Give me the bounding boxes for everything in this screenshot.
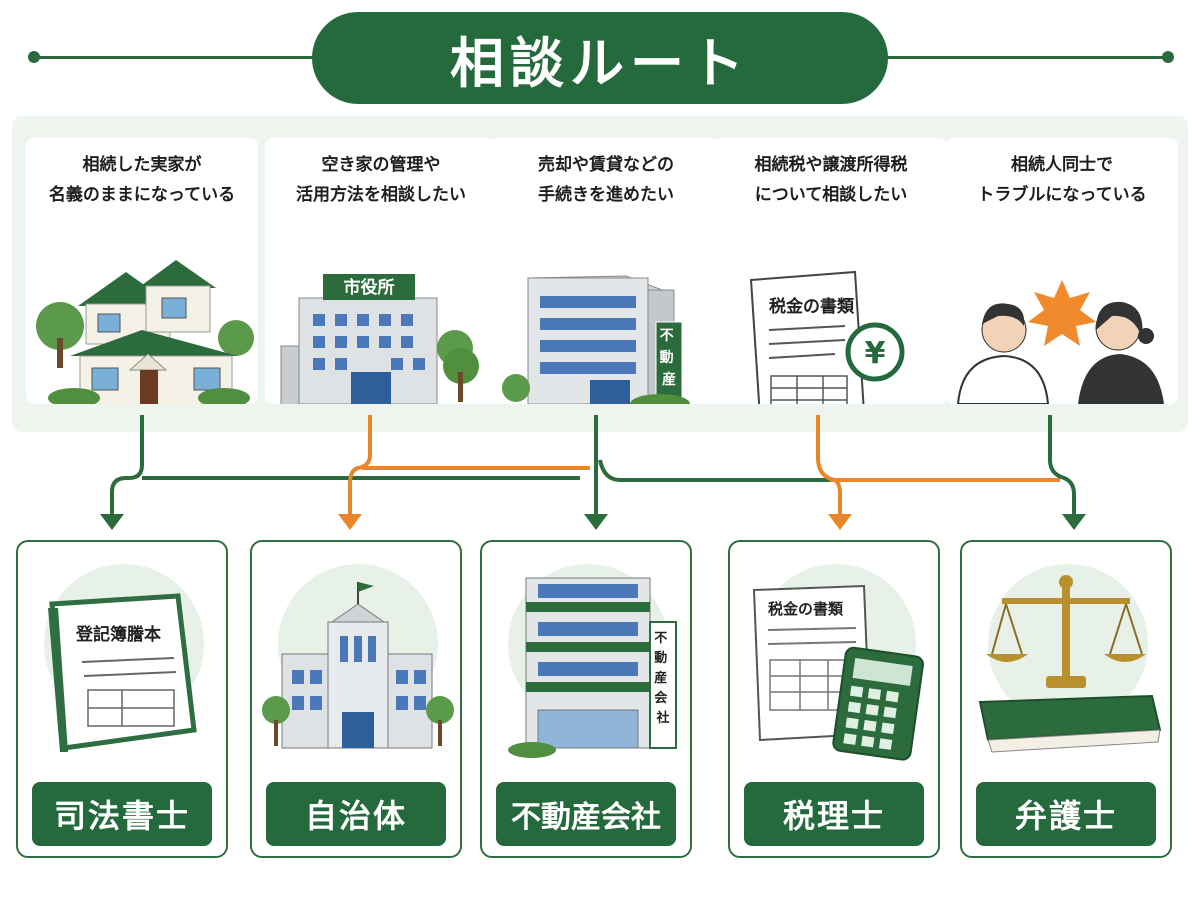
situation-card-vacant-house: 空き家の管理や 活用方法を相談したい 市役所 bbox=[265, 138, 497, 404]
arrow-down-icon bbox=[828, 514, 852, 530]
expert-label: 司法書士 bbox=[32, 782, 212, 846]
page-title: 相談ルート bbox=[312, 12, 888, 104]
title-rule-right bbox=[876, 56, 1168, 59]
sign-char: 不 bbox=[660, 328, 674, 344]
real-estate-office-icon: 不 動 産 会 社 bbox=[508, 577, 677, 758]
register-book-icon: 登記簿謄本 bbox=[48, 593, 197, 752]
expert-label: 不動産会社 bbox=[496, 782, 676, 846]
expert-card-judicial-scrivener: 登記簿謄本 司法書士 bbox=[16, 540, 228, 858]
situation-line: 手続きを進めたい bbox=[538, 185, 674, 205]
title-rule-left bbox=[34, 56, 324, 59]
expert-card-tax-accountant: 税金の書類 税理士 bbox=[728, 540, 940, 858]
sign-char: 動 bbox=[660, 349, 674, 366]
arrow-down-icon bbox=[100, 514, 124, 530]
company-sign: 不 動 産 会 社 bbox=[654, 631, 672, 726]
title-rule-dot-right bbox=[1162, 51, 1174, 63]
situation-card-tax: 相続税や譲渡所得税 について相談したい 税金の書類 ¥ bbox=[715, 138, 947, 404]
city-hall-icon: 市役所 bbox=[280, 274, 479, 404]
situation-card-inherited-house: 相続した実家が 名義のままになっている bbox=[26, 138, 258, 404]
route-line bbox=[110, 415, 144, 518]
tax-document-icon: 税金の書類 bbox=[749, 270, 865, 404]
government-building-icon bbox=[262, 582, 454, 749]
expert-label: 自治体 bbox=[266, 782, 446, 846]
city-hall-sign: 市役所 bbox=[344, 277, 395, 298]
expert-card-lawyer: 弁護士 bbox=[960, 540, 1172, 858]
situation-text: 相続税や譲渡所得税 について相談したい bbox=[715, 150, 947, 210]
tax-document-title: 税金の書類 bbox=[768, 600, 844, 618]
sign-char: 動 bbox=[654, 650, 667, 666]
sign-char: 不 bbox=[654, 631, 667, 646]
situation-line: 相続人同士で bbox=[1011, 155, 1113, 175]
sign-char: 産 bbox=[662, 371, 676, 388]
situation-text: 空き家の管理や 活用方法を相談したい bbox=[265, 150, 497, 210]
title-rule-dot-left bbox=[28, 51, 40, 63]
situation-line: 空き家の管理や bbox=[321, 155, 441, 175]
sign-char: 会 bbox=[654, 690, 668, 706]
situation-card-sale-lease: 売却や賃貸などの 手続きを進めたい 不 動 産 bbox=[490, 138, 722, 404]
situation-line: 相続した実家が bbox=[82, 155, 202, 175]
expert-card-real-estate-company: 不 動 産 会 社 不動産会社 bbox=[480, 540, 692, 858]
expert-card-municipality: 自治体 bbox=[250, 540, 462, 858]
situation-line: トラブルになっている bbox=[977, 185, 1147, 205]
arrow-down-icon bbox=[338, 514, 362, 530]
tax-calculator-icon: 税金の書類 bbox=[752, 584, 924, 761]
sign-char: 社 bbox=[655, 710, 669, 726]
route-line bbox=[1048, 415, 1076, 518]
situation-text: 売却や賃貸などの 手続きを進めたい bbox=[490, 150, 722, 210]
expert-label: 弁護士 bbox=[976, 782, 1156, 846]
yen-symbol: ¥ bbox=[865, 336, 886, 371]
dispute-people-icon bbox=[956, 280, 1164, 404]
situation-text: 相続した実家が 名義のままになっている bbox=[26, 150, 258, 210]
situation-card-heir-dispute: 相続人同士で トラブルになっている bbox=[946, 138, 1178, 404]
real-estate-sign: 不 動 産 bbox=[660, 328, 679, 388]
expert-label: 税理士 bbox=[744, 782, 924, 846]
tax-document-title: 税金の書類 bbox=[769, 296, 855, 317]
scales-of-justice-icon bbox=[978, 575, 1162, 753]
real-estate-building-icon: 不 動 産 bbox=[502, 275, 690, 404]
situation-line: 相続税や譲渡所得税 bbox=[754, 155, 908, 175]
situation-line: 活用方法を相談したい bbox=[296, 185, 466, 205]
situation-line: 名義のままになっている bbox=[48, 185, 236, 205]
arrow-down-icon bbox=[584, 514, 608, 530]
sign-char: 産 bbox=[654, 670, 667, 686]
routing-connectors bbox=[100, 415, 1086, 530]
situation-line: 売却や賃貸などの bbox=[538, 155, 674, 175]
situation-line: について相談したい bbox=[754, 185, 908, 205]
route-line bbox=[598, 459, 1060, 482]
house-icon bbox=[36, 260, 254, 404]
register-book-title: 登記簿謄本 bbox=[75, 624, 161, 645]
route-line bbox=[816, 415, 842, 518]
arrow-down-icon bbox=[1062, 514, 1086, 530]
situation-text: 相続人同士で トラブルになっている bbox=[946, 150, 1178, 210]
route-line bbox=[348, 415, 372, 518]
yen-coin-icon: ¥ bbox=[845, 322, 905, 382]
